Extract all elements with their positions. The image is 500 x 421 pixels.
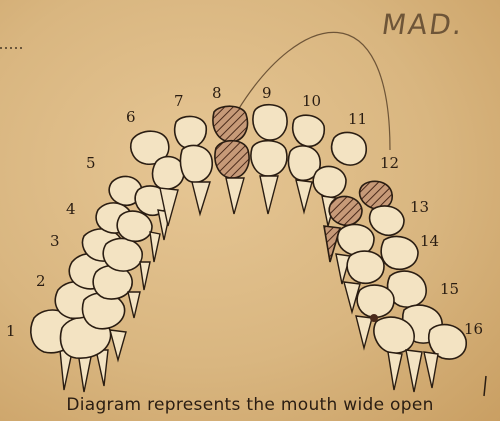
tooth-label-13: 13	[410, 198, 429, 216]
diagram-caption: Diagram represents the mouth wide open	[0, 395, 500, 415]
tooth-label-6: 6	[126, 108, 136, 126]
tooth-label-14: 14	[420, 232, 439, 250]
left-molars	[31, 176, 170, 392]
tooth-label-12: 12	[380, 154, 399, 172]
tooth-label-4: 4	[66, 200, 76, 218]
tooth-label-10: 10	[302, 92, 321, 110]
tooth-label-3: 3	[50, 232, 60, 250]
tooth-label-16: 16	[464, 320, 483, 338]
handwritten-note: MAD.	[380, 8, 466, 41]
margin-mark	[484, 376, 486, 396]
tooth-label-2: 2	[36, 272, 46, 290]
tooth-label-1: 1	[6, 322, 16, 340]
tooth-8-hatched	[213, 106, 249, 214]
tooth-label-15: 15	[440, 280, 459, 298]
tooth-label-9: 9	[262, 84, 272, 102]
tooth-label-5: 5	[86, 154, 96, 172]
tooth-label-11: 11	[348, 110, 367, 128]
tooth-label-7: 7	[174, 92, 184, 110]
tooth-label-8: 8	[212, 84, 222, 102]
